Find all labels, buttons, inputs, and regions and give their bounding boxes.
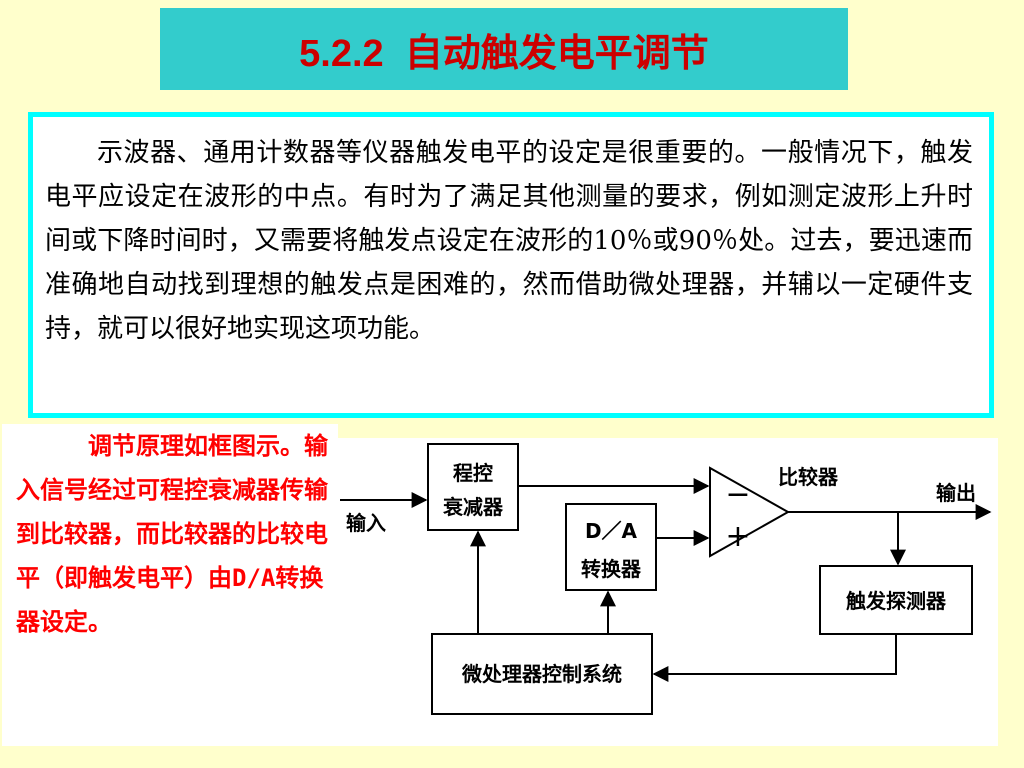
- comparator-symbol: [709, 466, 791, 558]
- dac-block: [565, 503, 657, 591]
- block-diagram: 输入 程控 衰减器 D／A 转换器 − + 比较器 输出 触发探测器 微处理器控…: [338, 438, 998, 746]
- comparator-label: 比较器: [778, 465, 839, 489]
- side-note-text: 调节原理如框图示。输入信号经过可程控衰减器传输到比较器，而比较器的比较电平（即触…: [16, 432, 328, 636]
- attenuator-label-line2: 衰减器: [442, 495, 504, 519]
- block-diagram-svg: 输入 程控 衰减器 D／A 转换器 − + 比较器 输出 触发探测器 微处理器控…: [340, 443, 992, 715]
- output-label: 输出: [936, 481, 976, 505]
- dac-label-line2: 转换器: [581, 557, 642, 581]
- mcu-control-label: 微处理器控制系统: [461, 662, 622, 686]
- comparator-plus-sign: +: [725, 519, 750, 554]
- detector-to-mcu-line: [652, 634, 897, 682]
- side-note-panel: 调节原理如框图示。输入信号经过可程控衰减器传输到比较器，而比较器的比较电平（即触…: [2, 424, 338, 746]
- title-banner: 5.2.2 自动触发电平调节: [160, 8, 848, 90]
- description-paragraph: 示波器、通用计数器等仪器触发电平的设定是很重要的。一般情况下，触发电平应设定在波…: [45, 138, 973, 344]
- dac-label-line1: D／A: [585, 519, 638, 543]
- mcu-control-block: [431, 633, 653, 715]
- attenuator-label-line1: 程控: [453, 461, 493, 485]
- comparator-minus-sign: −: [725, 477, 750, 512]
- trigger-detector-block: [819, 565, 973, 635]
- page-title: 5.2.2 自动触发电平调节: [299, 32, 709, 75]
- trigger-detector-label: 触发探测器: [846, 589, 947, 613]
- input-label: 输入: [346, 511, 386, 535]
- description-box: 示波器、通用计数器等仪器触发电平的设定是很重要的。一般情况下，触发电平应设定在波…: [28, 112, 994, 418]
